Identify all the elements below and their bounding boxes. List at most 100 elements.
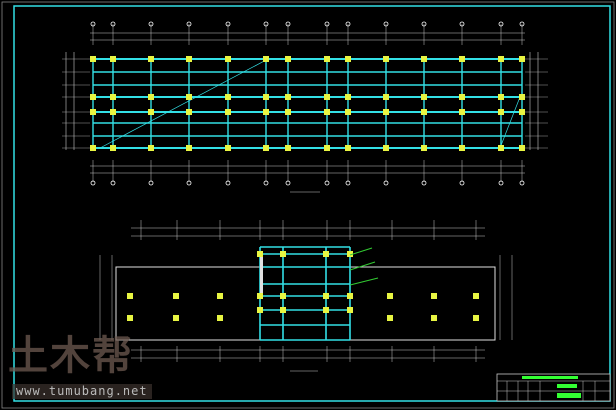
column: [285, 145, 291, 151]
column: [257, 307, 263, 313]
axis-bubble: [148, 21, 154, 27]
axis-bubble: [383, 180, 389, 186]
column: [148, 94, 154, 100]
title-block-heading: [522, 376, 578, 379]
column: [519, 145, 525, 151]
column: [387, 293, 393, 299]
axis-bubble: [459, 21, 465, 27]
stair-diagonal: [499, 96, 521, 149]
axis-bubble: [324, 180, 330, 186]
axis-bubble: [285, 21, 291, 27]
column: [280, 251, 286, 257]
axis-bubble: [285, 180, 291, 186]
column: [173, 315, 179, 321]
axis-bubble: [345, 180, 351, 186]
column: [148, 145, 154, 151]
watermark-logo: 土木帮: [8, 333, 134, 379]
axis-bubble: [186, 180, 192, 186]
axis-bubble: [225, 180, 231, 186]
column: [280, 293, 286, 299]
axis-bubble: [498, 21, 504, 27]
column: [186, 56, 192, 62]
column: [347, 307, 353, 313]
axis-bubble: [324, 21, 330, 27]
column: [127, 293, 133, 299]
column: [347, 293, 353, 299]
column: [186, 94, 192, 100]
column: [90, 94, 96, 100]
column: [285, 94, 291, 100]
column: [263, 94, 269, 100]
column: [280, 307, 286, 313]
column: [421, 94, 427, 100]
column: [225, 94, 231, 100]
column: [186, 145, 192, 151]
column: [110, 56, 116, 62]
column: [324, 56, 330, 62]
column: [345, 145, 351, 151]
column: [421, 109, 427, 115]
axis-bubble: [148, 180, 154, 186]
axis-bubble: [90, 21, 96, 27]
column: [263, 109, 269, 115]
axis-bubble: [90, 180, 96, 186]
column: [110, 94, 116, 100]
column: [459, 94, 465, 100]
column: [498, 145, 504, 151]
watermark-url: www.tumubang.net: [12, 384, 152, 399]
axis-bubble: [421, 21, 427, 27]
column: [421, 56, 427, 62]
column: [383, 145, 389, 151]
column: [345, 56, 351, 62]
column: [186, 109, 192, 115]
column: [90, 56, 96, 62]
column: [519, 94, 525, 100]
column: [498, 94, 504, 100]
axis-bubble: [225, 21, 231, 27]
column: [257, 251, 263, 257]
inner-border: [13, 5, 611, 402]
column: [431, 315, 437, 321]
axis-bubble: [110, 180, 116, 186]
column: [473, 315, 479, 321]
axis-bubble: [383, 21, 389, 27]
column: [323, 293, 329, 299]
column: [498, 109, 504, 115]
column: [519, 56, 525, 62]
column: [459, 109, 465, 115]
column: [148, 56, 154, 62]
column: [347, 251, 353, 257]
column: [257, 293, 263, 299]
column: [519, 109, 525, 115]
column: [324, 145, 330, 151]
column: [323, 307, 329, 313]
leader-annotation: [349, 261, 376, 271]
column: [345, 94, 351, 100]
column: [431, 293, 437, 299]
column: [127, 315, 133, 321]
column: [324, 109, 330, 115]
column: [217, 293, 223, 299]
column: [345, 109, 351, 115]
column: [90, 145, 96, 151]
column: [110, 109, 116, 115]
axis-bubble: [519, 180, 525, 186]
leader-annotation: [349, 277, 379, 286]
column: [110, 145, 116, 151]
column: [383, 109, 389, 115]
column: [459, 56, 465, 62]
column: [285, 56, 291, 62]
axis-bubble: [498, 180, 504, 186]
axis-bubble: [263, 180, 269, 186]
column: [498, 56, 504, 62]
column: [383, 56, 389, 62]
column: [263, 56, 269, 62]
title-block-project-name: [557, 393, 581, 398]
column: [225, 56, 231, 62]
building-outline: [115, 266, 496, 341]
axis-bubble: [263, 21, 269, 27]
column: [225, 109, 231, 115]
